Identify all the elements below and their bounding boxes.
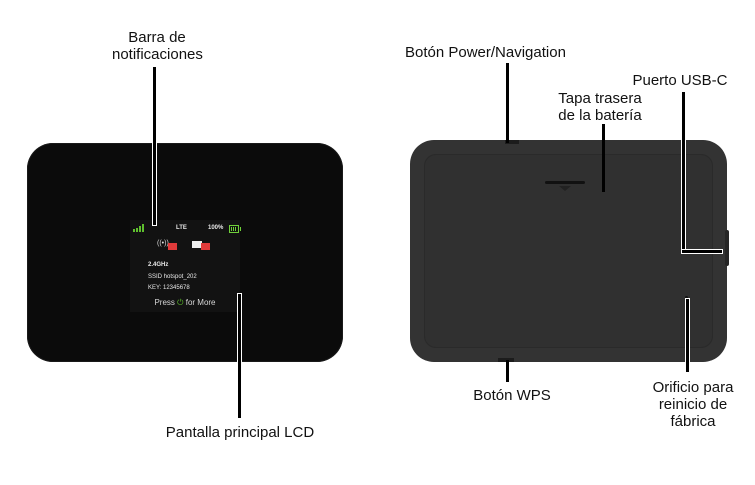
press-suffix: for More bbox=[185, 298, 216, 307]
leader-line-usb-c-vertical bbox=[682, 92, 685, 252]
label-line: fábrica bbox=[670, 413, 716, 430]
key-text: KEY: 12345678 bbox=[148, 285, 190, 291]
factory-reset-hole[interactable] bbox=[685, 296, 688, 299]
label-line: Tapa trasera bbox=[558, 90, 642, 107]
leader-line-notification-bar bbox=[153, 67, 156, 225]
label-line: Orificio para bbox=[652, 379, 734, 396]
cover-notch-arrow-icon bbox=[559, 186, 571, 191]
battery-full-icon bbox=[229, 225, 241, 233]
usb-c-port bbox=[725, 230, 729, 266]
leader-line-main-lcd bbox=[238, 294, 241, 418]
leader-line-battery-cover bbox=[602, 124, 605, 192]
cover-release-slot bbox=[545, 181, 585, 184]
main-lcd-screen: LTE 100% ((•)) 2.4GHz SSID hotspot_202 K… bbox=[130, 220, 241, 312]
label-line: Barra de bbox=[128, 29, 186, 46]
label-line: de la batería bbox=[558, 107, 642, 124]
label-notification-bar: Barra de notificaciones bbox=[112, 29, 203, 63]
label-wps-button: Botón WPS bbox=[473, 387, 551, 404]
battery-percent: 100% bbox=[208, 225, 224, 231]
power-icon: ⏻ bbox=[177, 298, 184, 307]
wifi-broadcast-icon: ((•)) bbox=[157, 240, 177, 250]
label-usb-c: Puerto USB-C bbox=[632, 72, 728, 89]
press-for-more-hint: Press ⏻ for More bbox=[130, 298, 240, 308]
label-power-navigation: Botón Power/Navigation bbox=[405, 44, 566, 61]
press-prefix: Press bbox=[154, 298, 175, 307]
label-battery-cover: Tapa trasera de la batería bbox=[545, 90, 655, 124]
label-line: notificaciones bbox=[112, 46, 203, 63]
signal-bars-icon bbox=[133, 224, 145, 232]
power-navigation-button[interactable] bbox=[505, 140, 519, 144]
leader-line-power-navigation bbox=[506, 63, 509, 143]
network-type: LTE bbox=[176, 225, 187, 231]
label-main-lcd: Pantalla principal LCD bbox=[165, 424, 315, 441]
leader-line-factory-reset bbox=[686, 299, 689, 372]
label-factory-reset: Orificio para reinicio de fábrica bbox=[638, 379, 748, 430]
leader-line-wps bbox=[506, 360, 509, 382]
ssid-text: SSID hotspot_202 bbox=[148, 274, 197, 280]
label-line: reinicio de bbox=[658, 396, 728, 413]
envelope-icon bbox=[192, 240, 212, 250]
hotspot-back-body bbox=[410, 140, 729, 362]
wifi-band: 2.4GHz bbox=[148, 262, 169, 268]
leader-line-usb-c-horizontal bbox=[682, 250, 722, 253]
